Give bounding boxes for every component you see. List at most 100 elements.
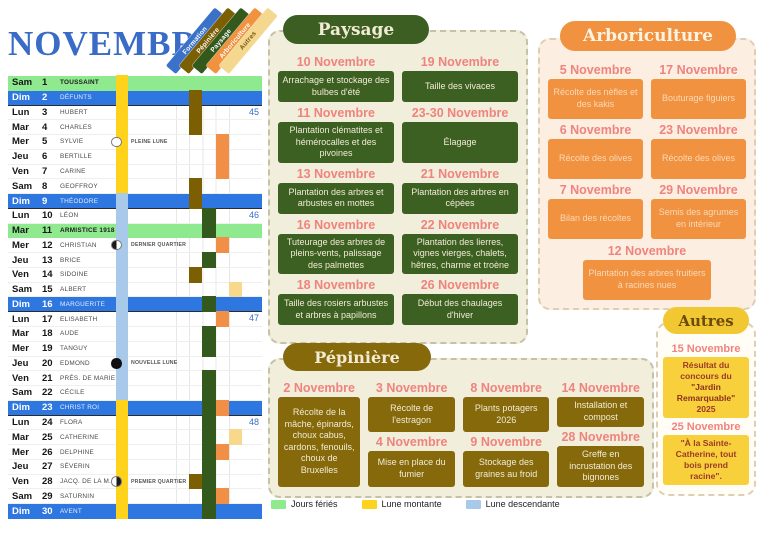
day-name: BERTILLE [60,153,93,161]
day-name: CARINE [60,167,86,175]
entry-date: 16 Novembre [296,217,376,232]
entry-task: Plantation clématites et hémérocalles et… [278,122,394,163]
day-number: 23 [42,402,53,414]
entry-task: Taille des rosiers arbustes et arbres à … [278,294,394,326]
entry-task: Plantation des arbres fruitiers à racine… [583,260,711,300]
entry-task-text: Résultat du concours du [680,360,732,381]
arboriculture-section-title: Arboriculture [560,21,736,51]
moon-phase-bar [116,266,128,283]
day-name: TANGUY [60,345,88,353]
day-name: CHRISTIAN [60,241,97,249]
activity-cell-paysage [202,370,216,387]
day-name: AVENT [60,507,83,515]
day-of-week: Sam [12,387,33,399]
day-number: 17 [42,313,53,325]
day-name: CATHERINE [60,433,99,441]
day-number: 5 [42,136,48,148]
entry-date: 2 Novembre [283,381,355,395]
day-name: SÉVERIN [60,463,90,471]
entry-task: "À la Sainte-Catherine, tout bois prend … [663,435,749,485]
day-name: LÉON [60,212,79,220]
moon-phase-bar [116,222,128,239]
legend-label: Jours fériés [291,499,338,509]
activity-cell-arboriculture [215,163,229,180]
activity-cell-arboriculture [215,488,229,505]
activity-cell-paysage [202,326,216,342]
day-of-week: Lun [12,313,30,325]
entry-task: Plantation des arbres et arbustes en mot… [278,182,394,214]
entry-task: Récolte de l'estragon [368,397,455,433]
day-name: ARMISTICE 1918 [60,227,115,235]
day-of-week: Sam [12,180,33,192]
activity-cell-pepiniere [189,119,203,136]
legend-swatch-lune-descendante [465,499,481,509]
moon-phase-bar [116,458,128,475]
day-name: EDMOND [60,359,90,367]
entry-date: 9 Novembre [470,435,542,450]
day-number: 11 [42,225,53,237]
day-number: 4 [42,121,48,133]
calendar-row: Mar 11 ARMISTICE 1918 [8,222,262,239]
first-moon-icon [111,476,122,487]
day-of-week: Mar [12,328,29,340]
day-number: 25 [42,431,53,443]
day-name: SIDOINE [60,271,89,279]
day-of-week: Ven [12,165,29,177]
legend-label: Lune descendante [485,499,560,509]
activity-cell-pepiniere [189,473,203,490]
activity-cell-arboriculture [215,148,229,165]
day-number: 24 [42,416,53,428]
day-number: 1 [42,77,48,89]
entry-task: Résultat du concours du "Jardin Remarqua… [663,357,749,418]
activity-cell-paysage [202,488,216,505]
day-name: DÉFUNTS [60,94,92,102]
day-name: DELPHINE [60,448,94,456]
entry-date: 12 Novembre [607,244,687,258]
day-of-week: Mar [12,225,29,237]
moon-phase-label: PLEINE LUNE [131,138,168,145]
day-number: 2 [42,92,48,104]
day-number: 8 [42,180,48,192]
legend-swatch-jours-feries [271,499,286,509]
autres-section-title: Autres [663,307,749,334]
activity-cell-pepiniere [189,178,203,195]
entry-task: Plants potagers 2026 [462,397,550,433]
entry-date: 23 Novembre [659,123,738,137]
day-number: 20 [42,357,53,369]
day-of-week: Mar [12,121,29,133]
activity-cell-pepiniere [189,89,203,106]
moon-phase-bar [116,252,128,268]
day-of-week: Jeu [12,461,29,473]
day-name: PRÉS. DE MARIE [60,374,116,382]
entry-task: Récolte de la mâche, épinards, choux cab… [278,397,361,487]
activity-cell-autres [228,429,242,446]
entry-task: Taille des vivaces [402,71,518,102]
activity-cell-paysage [202,207,216,224]
